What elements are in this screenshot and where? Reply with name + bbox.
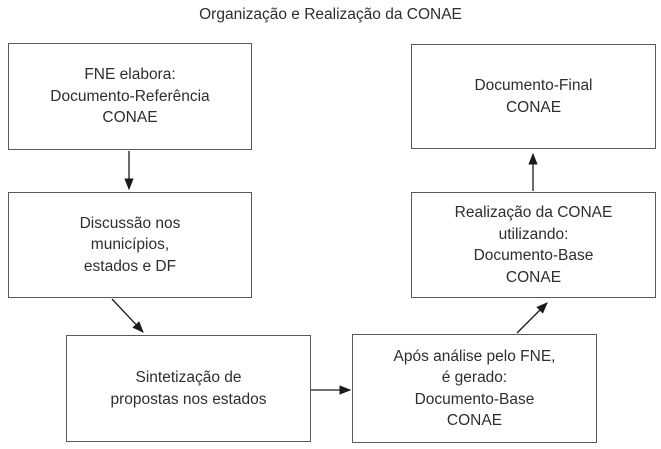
diagram-title: Organização e Realização da CONAE [199, 6, 462, 23]
flow-node-sintetizacao-propostas: Sintetização de propostas nos estados [66, 335, 311, 442]
flow-node-realizacao-conae: Realização da CONAE utilizando: Document… [411, 192, 656, 298]
flow-node-fne-elabora: FNE elabora: Documento-Referência CONAE [8, 43, 252, 150]
flow-node-label-realizacao-conae: Realização da CONAE utilizando: Document… [454, 204, 613, 286]
flow-node-documento-final: Documento-Final CONAE [411, 44, 656, 149]
flow-node-label-documento-base: Após análise pelo FNE, é gerado: Documen… [393, 347, 556, 430]
arrow-discussao-to-sintetizacao [111, 298, 144, 333]
flow-node-label-documento-final: Documento-Final CONAE [474, 77, 593, 116]
arrow-base-to-realizacao [516, 302, 548, 334]
flow-node-label-sintetizacao-propostas: Sintetização de propostas nos estados [110, 369, 267, 408]
flow-node-discussao-municipios: Discussão nos municípios, estados e DF [8, 192, 252, 298]
flow-node-label-discussao-municipios: Discussão nos municípios, estados e DF [79, 214, 181, 275]
flow-node-documento-base: Após análise pelo FNE, é gerado: Documen… [352, 334, 597, 443]
flow-node-label-fne-elabora: FNE elabora: Documento-Referência CONAE [50, 66, 210, 127]
